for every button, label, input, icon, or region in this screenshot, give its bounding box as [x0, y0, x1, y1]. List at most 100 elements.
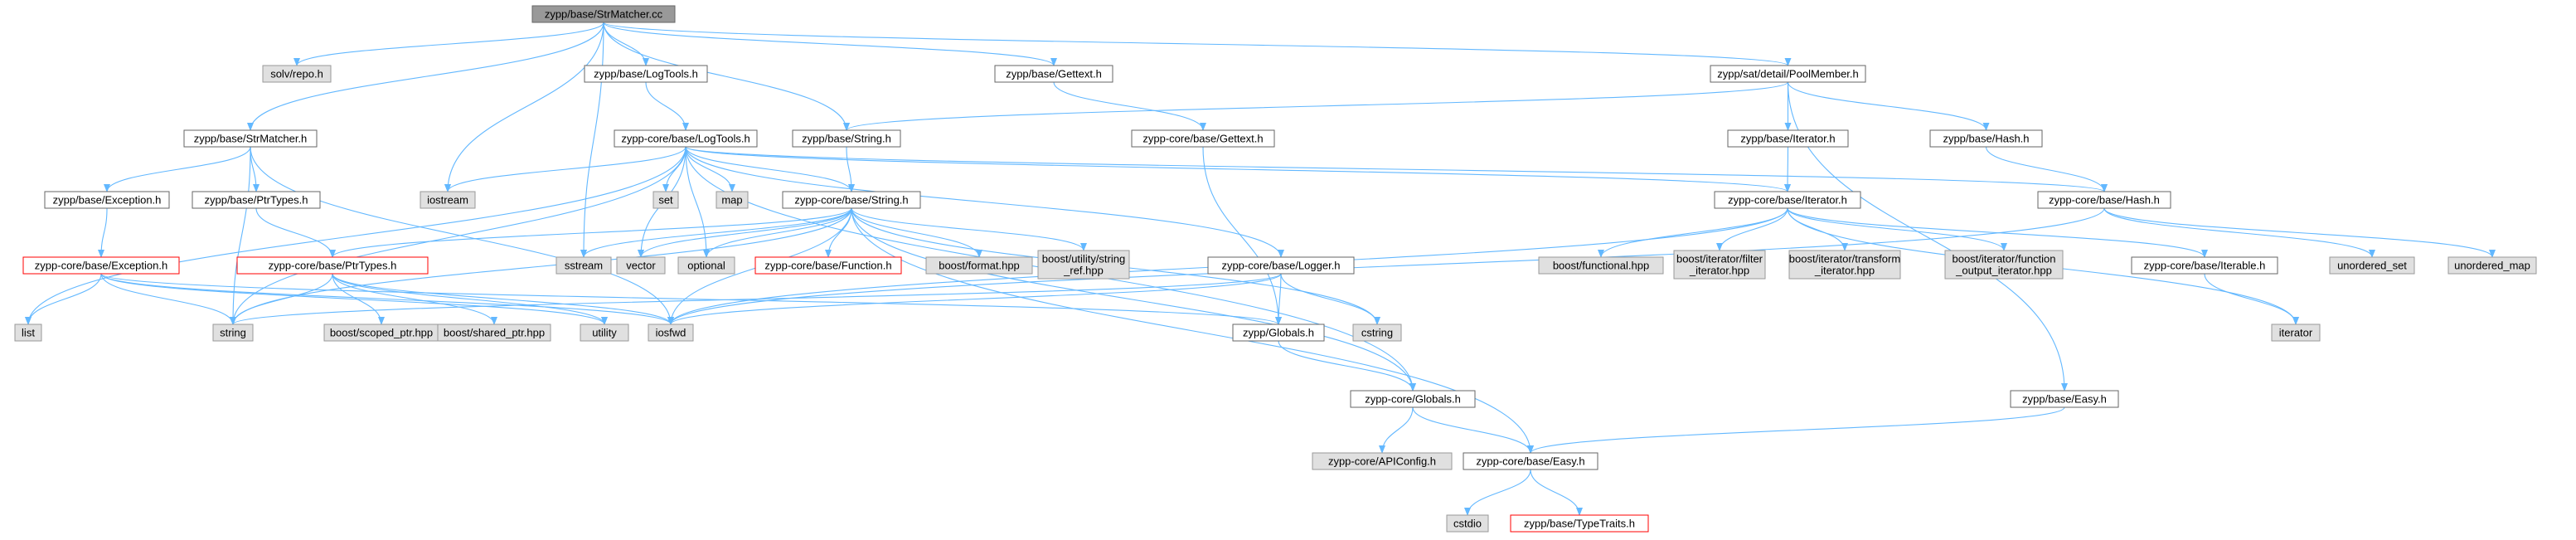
node-label: zypp-core/base/LogTools.h	[621, 133, 750, 145]
node-label: _iterator.hpp	[1814, 265, 1875, 277]
node-zypp_globals[interactable]: zypp/Globals.h	[1232, 324, 1325, 342]
node-base_gettext[interactable]: zypp/base/Gettext.h	[994, 65, 1113, 83]
node-core_ptrtypes[interactable]: zypp-core/base/PtrTypes.h	[236, 256, 429, 275]
edge-core_logtools-to-core_hash	[685, 146, 2108, 192]
node-sstream[interactable]: sstream	[555, 256, 612, 275]
node-base_strmatcher[interactable]: zypp/base/StrMatcher.h	[183, 129, 318, 148]
node-core_apiconfig[interactable]: zypp-core/APIConfig.h	[1312, 452, 1453, 470]
node-core_iterator[interactable]: zypp-core/base/Iterator.h	[1714, 191, 1861, 209]
node-box	[652, 191, 679, 209]
node-label: boost/shared_ptr.hpp	[444, 327, 545, 339]
node-set[interactable]: set	[652, 191, 679, 209]
node-box	[994, 65, 1113, 83]
node-label: boost/iterator/filter	[1676, 253, 1763, 265]
node-boost_shared_ptr[interactable]: boost/shared_ptr.hpp	[437, 324, 551, 342]
node-label: zypp-core/base/Function.h	[764, 260, 891, 272]
edge-base_exception-to-core_exception	[98, 207, 108, 258]
node-vector[interactable]: vector	[616, 256, 666, 275]
node-base_easy[interactable]: zypp/base/Easy.h	[2010, 390, 2119, 408]
node-core_logtools[interactable]: zypp-core/base/LogTools.h	[614, 129, 758, 148]
node-base_ptrtypes[interactable]: zypp/base/PtrTypes.h	[192, 191, 321, 209]
node-box	[420, 191, 476, 209]
node-box	[1510, 514, 1649, 533]
node-label: zypp-core/APIConfig.h	[1328, 455, 1436, 468]
node-core_globals[interactable]: zypp-core/Globals.h	[1350, 390, 1476, 408]
node-box	[14, 324, 42, 342]
node-label: utility	[592, 327, 617, 339]
node-base_logtools[interactable]: zypp/base/LogTools.h	[584, 65, 708, 83]
nodes-layer: zypp/base/StrMatcher.cc solv/repo.h zypp/b…	[14, 5, 2537, 533]
node-box	[2447, 256, 2537, 275]
node-box	[1352, 324, 1402, 342]
edge-core_logtools-to-iostream	[444, 146, 686, 192]
node-solv_repo[interactable]: solv/repo.h	[262, 65, 332, 83]
node-map[interactable]: map	[716, 191, 749, 209]
edge-root-to-base_strmatcher	[247, 22, 604, 131]
node-boost_format[interactable]: boost/format.hpp	[925, 256, 1033, 275]
edge-core_exception-to-iosfwd	[100, 273, 674, 325]
node-base_iterator[interactable]: zypp/base/Iterator.h	[1727, 129, 1849, 148]
node-label: optional	[687, 260, 725, 272]
node-core_logger[interactable]: zypp-core/base/Logger.h	[1207, 256, 1355, 275]
node-root[interactable]: zypp/base/StrMatcher.cc	[531, 5, 676, 23]
node-boost_string_ref[interactable]: boost/utility/string_ref.hpp	[1037, 250, 1130, 280]
node-label: zypp-core/base/Iterable.h	[2144, 260, 2266, 272]
node-core_string[interactable]: zypp-core/base/String.h	[782, 191, 921, 209]
edge-core_logger-to-string	[230, 273, 1282, 325]
node-label: boost/iterator/transform	[1789, 253, 1900, 265]
node-cstring[interactable]: cstring	[1352, 324, 1402, 342]
edge-base_gettext-to-core_gettext	[1053, 81, 1206, 131]
node-cstdio[interactable]: cstdio	[1446, 514, 1489, 533]
node-iosfwd[interactable]: iosfwd	[648, 324, 694, 342]
node-boost_functional[interactable]: boost/functional.hpp	[1538, 256, 1664, 275]
node-iostream[interactable]: iostream	[420, 191, 476, 209]
node-core_gettext[interactable]: zypp-core/base/Gettext.h	[1131, 129, 1275, 148]
node-core_exception[interactable]: zypp-core/base/Exception.h	[22, 256, 180, 275]
edge-core_logger-to-zypp_globals	[1275, 273, 1283, 325]
node-box	[1944, 250, 2064, 280]
node-boost_scoped_ptr[interactable]: boost/scoped_ptr.hpp	[323, 324, 439, 342]
node-label: sstream	[565, 260, 603, 272]
node-iterator[interactable]: iterator	[2271, 324, 2321, 342]
node-box	[648, 324, 694, 342]
node-box	[1788, 250, 1901, 280]
node-core_iterable[interactable]: zypp-core/base/Iterable.h	[2131, 256, 2278, 275]
node-list[interactable]: list	[14, 324, 42, 342]
node-boost_function_output_iter[interactable]: boost/iterator/function_output_iterator.…	[1944, 250, 2064, 280]
node-box	[2131, 256, 2278, 275]
edge-core_globals-to-core_apiconfig	[1379, 406, 1414, 454]
edge-base_logtools-to-core_logtools	[645, 81, 689, 131]
node-core_hash[interactable]: zypp-core/base/Hash.h	[2037, 191, 2171, 209]
node-string[interactable]: string	[212, 324, 254, 342]
edge-core_string-to-core_easy	[851, 207, 1534, 454]
node-box	[1929, 129, 2043, 148]
node-label: zypp/Globals.h	[1243, 327, 1314, 339]
node-core_easy[interactable]: zypp-core/base/Easy.h	[1463, 452, 1598, 470]
node-boost_filter_iter[interactable]: boost/iterator/filter_iterator.hpp	[1673, 250, 1766, 280]
node-label: boost/scoped_ptr.hpp	[330, 327, 433, 339]
node-poolmember[interactable]: zypp/sat/detail/PoolMember.h	[1710, 65, 1866, 83]
node-unordered_map[interactable]: unordered_map	[2447, 256, 2537, 275]
node-core_function[interactable]: zypp-core/base/Function.h	[754, 256, 902, 275]
edge-root-to-poolmember	[603, 22, 1792, 66]
node-box	[614, 129, 758, 148]
edge-core_hash-to-unordered_map	[2103, 207, 2496, 258]
node-box	[236, 256, 429, 275]
node-boost_transform_iter[interactable]: boost/iterator/transform_iterator.hpp	[1788, 250, 1901, 280]
node-base_typetraits[interactable]: zypp/base/TypeTraits.h	[1510, 514, 1649, 533]
node-box	[1714, 191, 1861, 209]
node-base_string[interactable]: zypp/base/String.h	[792, 129, 901, 148]
node-label: zypp/sat/detail/PoolMember.h	[1717, 68, 1859, 80]
node-box	[1673, 250, 1766, 280]
node-optional[interactable]: optional	[677, 256, 735, 275]
node-box	[782, 191, 921, 209]
edge-core_string-to-core_globals	[851, 207, 1416, 392]
node-label: zypp-core/base/Hash.h	[2049, 194, 2160, 207]
node-base_exception[interactable]: zypp/base/Exception.h	[44, 191, 170, 209]
node-unordered_set[interactable]: unordered_set	[2329, 256, 2415, 275]
edge-root-to-base_string	[603, 22, 850, 131]
edge-core_easy-to-base_typetraits	[1530, 469, 1583, 516]
node-utility[interactable]: utility	[580, 324, 629, 342]
node-base_hash[interactable]: zypp/base/Hash.h	[1929, 129, 2043, 148]
node-box	[2037, 191, 2171, 209]
